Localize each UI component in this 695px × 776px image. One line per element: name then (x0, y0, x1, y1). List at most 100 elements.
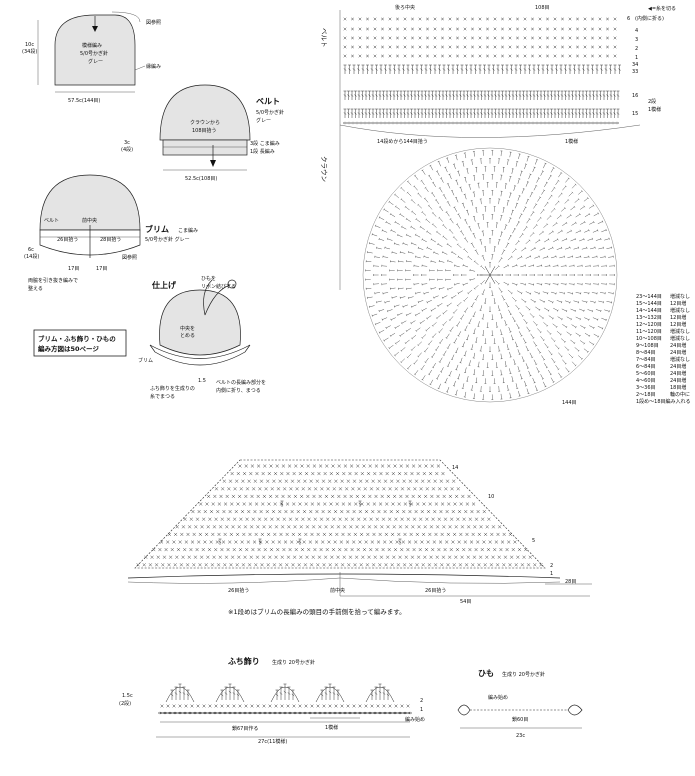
sc-stitch-icon (516, 556, 519, 559)
crown-stitch-icon (389, 201, 394, 206)
chain-stitch-icon (527, 122, 530, 124)
crown-stitch-icon (394, 194, 399, 199)
crown-stitch-icon (507, 256, 512, 261)
sc-stitch-icon (527, 563, 530, 566)
crown-stitch-icon (416, 218, 421, 223)
crown-stitch-icon (458, 290, 464, 294)
sc-stitch-icon (396, 18, 399, 21)
belt-row1: 3段 こま編み (250, 140, 280, 147)
sc-stitch-icon (236, 563, 239, 566)
sc-stitch-icon (424, 495, 427, 498)
dc-stitch-icon (473, 91, 476, 100)
sc-stitch-icon (189, 548, 192, 551)
crown-stitch-icon (535, 306, 540, 311)
dc-stitch-icon (536, 109, 539, 118)
sc-stitch-icon (317, 472, 320, 475)
sc-stitch-icon (206, 556, 209, 559)
dc-stitch-icon (351, 109, 354, 118)
crown-stitch-icon (390, 332, 395, 336)
finish-title: 仕上げ (151, 280, 177, 290)
dc-stitch-icon (421, 91, 424, 100)
crown-stitch-icon (386, 221, 392, 225)
crown-stitch-icon (384, 337, 389, 341)
crown-stitch-icon (548, 231, 553, 236)
dc-stitch-icon (221, 690, 224, 700)
sc-stitch-icon (389, 541, 392, 544)
crown-stitch-icon (389, 278, 394, 280)
crown-stitch-icon (583, 197, 588, 202)
sc-stitch-icon (433, 541, 436, 544)
sc-stitch-icon (168, 563, 171, 566)
crown-stitch-icon (415, 312, 421, 316)
crown-stitch-icon (422, 375, 426, 380)
crown-stitch-icon (539, 247, 545, 251)
sc-stitch-icon (376, 487, 379, 490)
sc-stitch-icon (481, 548, 484, 551)
body-line2: 5/0号かぎ針 (80, 50, 108, 57)
sc-stitch-icon (395, 487, 398, 490)
sc-stitch-icon (143, 563, 146, 566)
crown-stitch-icon (482, 191, 484, 196)
sc-stitch-icon (197, 541, 200, 544)
crown-stitch-icon (431, 260, 437, 263)
sc-stitch-icon (351, 28, 354, 31)
count-144: 144目 (562, 400, 577, 406)
crown-stitch-icon (533, 185, 537, 191)
ref-box-line2: 編み方図は50ページ (38, 344, 99, 353)
sc-stitch-icon (375, 495, 378, 498)
dc-stitch-icon (561, 91, 564, 100)
crown-table-row: 7～84目 (636, 357, 656, 363)
crown-stitch-icon (424, 198, 429, 203)
crown-stitch-icon (540, 374, 544, 380)
sc-stitch-icon (418, 465, 421, 468)
crown-stitch-icon (471, 302, 475, 308)
sc-stitch-icon (275, 705, 278, 708)
crown-stitch-icon (523, 381, 527, 387)
sc-stitch-icon (161, 563, 164, 566)
sc-stitch-icon (456, 548, 459, 551)
sc-stitch-icon (239, 465, 242, 468)
crown-stitch-icon (424, 291, 430, 294)
sc-stitch-icon (183, 548, 186, 551)
chain-stitch-icon (439, 122, 442, 124)
crown-stitch-icon (529, 274, 534, 276)
dc-stitch-icon (487, 91, 490, 100)
dc-stitch-icon (592, 109, 595, 118)
crown-stitch-icon (482, 330, 485, 335)
crown-stitch-icon (589, 325, 595, 329)
dc-stitch-icon (456, 65, 459, 74)
sc-stitch-icon (431, 548, 434, 551)
crown-stitch-icon (399, 332, 404, 337)
crown-stitch-icon (579, 238, 585, 242)
back-center-label: 後ろ中央 (395, 4, 415, 11)
crown-stitch-icon (411, 242, 417, 246)
sc-stitch-icon (199, 563, 202, 566)
sc-stitch-icon (421, 510, 424, 513)
chain-stitch-icon (455, 122, 458, 124)
sc-stitch-icon (524, 18, 527, 21)
dc-stitch-icon (375, 65, 378, 74)
sc-stitch-icon (459, 533, 462, 536)
sc-stitch-icon (447, 563, 450, 566)
sc-stitch-icon (404, 28, 407, 31)
sc-stitch-icon (434, 28, 437, 31)
sc-stitch-icon (495, 541, 498, 544)
sc-stitch-icon (449, 37, 452, 40)
crown-stitch-icon (429, 379, 433, 385)
brim-pick-left: 26目拾う (228, 587, 249, 594)
sc-stitch-icon (516, 28, 519, 31)
sc-stitch-icon (377, 541, 380, 544)
crown-stitch-icon (530, 298, 535, 302)
crown-stitch-icon (482, 370, 484, 375)
sc-stitch-icon (306, 525, 309, 528)
crown-table-inc: 増減なし (670, 293, 690, 300)
crown-stitch-icon (553, 283, 558, 286)
crown-stitch-icon (505, 302, 509, 308)
sc-stitch-icon (407, 487, 410, 490)
sc-stitch-icon (599, 46, 602, 49)
crown-stitch-icon (577, 265, 582, 268)
edging-row1: 1 (420, 707, 423, 713)
finish-fuchi1: ふち飾りを生成りの (150, 385, 195, 392)
sc-stitch-icon (168, 533, 171, 536)
sc-stitch-icon (456, 28, 459, 31)
